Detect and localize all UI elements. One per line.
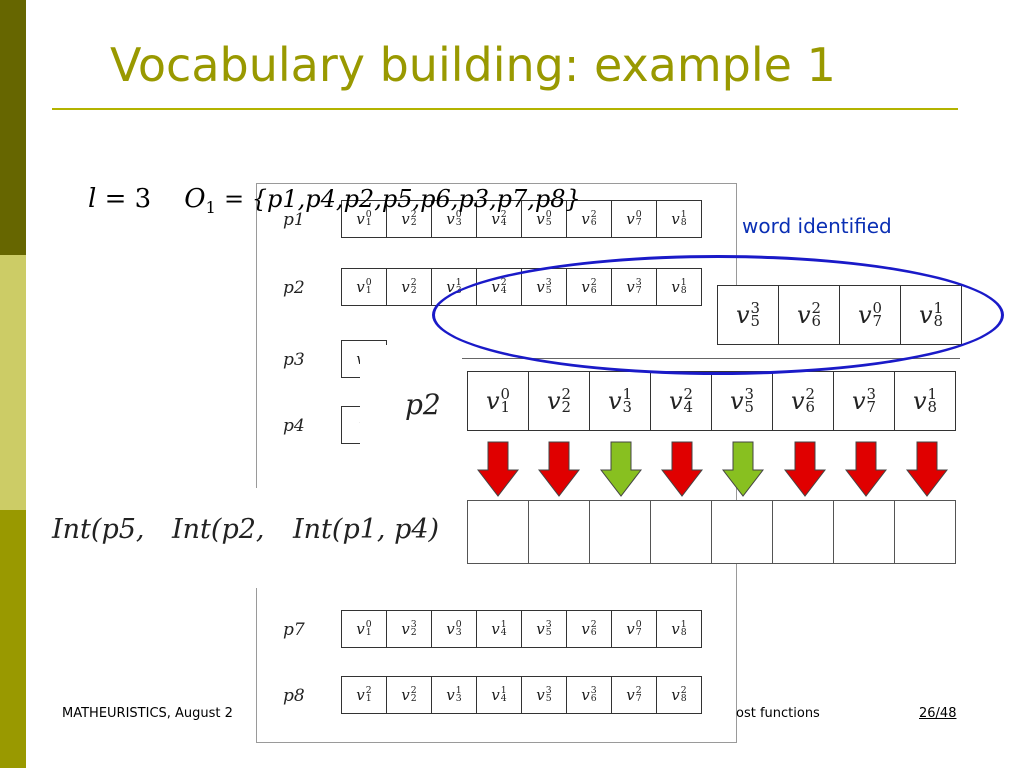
- vocabulary-formula: l = 3 O1 = {p1,p4,p2,p5,p6,p3,p7,p8}: [88, 184, 581, 217]
- zoom-row-label: p2: [405, 388, 441, 421]
- formula-l: l: [88, 184, 97, 214]
- empty-cell: [711, 500, 773, 564]
- down-arrow-icon: [906, 441, 949, 497]
- row-label-p1: p1: [283, 210, 305, 230]
- highlight-ellipse: [432, 255, 1004, 375]
- footer-left: MATHEURISTICS, August 2: [62, 706, 233, 721]
- down-arrow-icon: [722, 441, 765, 497]
- empty-word-row: [467, 500, 956, 564]
- empty-cell: [772, 500, 834, 564]
- row-label-p8: p8: [283, 686, 305, 706]
- empty-cell: [589, 500, 651, 564]
- down-arrow-icon: [660, 441, 703, 497]
- down-arrow-icon: [783, 441, 826, 497]
- int-term-1: Int(p5,: [52, 514, 145, 545]
- int-term-3: Int(p1, p4): [293, 514, 440, 545]
- empty-cell: [894, 500, 956, 564]
- page-number: 26/48: [919, 706, 957, 721]
- side-bar-middle: [0, 255, 26, 510]
- title-divider: [52, 108, 958, 110]
- row-label-p4: p4: [283, 416, 305, 436]
- side-bar-bottom: [0, 510, 26, 768]
- int-term-2: Int(p2,: [172, 514, 265, 545]
- down-arrow-icon: [599, 441, 642, 497]
- formula-rhs: = {p1,p4,p2,p5,p6,p3,p7,p8}: [224, 185, 581, 213]
- empty-cell: [650, 500, 712, 564]
- empty-cell: [467, 500, 529, 564]
- empty-cell: [833, 500, 895, 564]
- int-panel: [44, 488, 464, 588]
- side-bar-top: [0, 0, 26, 255]
- row-label-p7: p7: [283, 620, 305, 640]
- formula-o: O: [184, 184, 206, 214]
- down-arrow-icon: [538, 441, 581, 497]
- formula-o-sub: 1: [205, 198, 216, 218]
- formula-l-value: = 3: [104, 184, 152, 214]
- row-label-p2: p2: [283, 278, 305, 298]
- row-label-p3: p3: [283, 350, 305, 370]
- down-arrow-icon: [844, 441, 887, 497]
- slide-title: Vocabulary building: example 1: [110, 38, 836, 92]
- word-identified-label: word identified: [742, 214, 892, 238]
- empty-cell: [528, 500, 590, 564]
- footer-right: ost functions: [736, 706, 820, 721]
- down-arrow-icon: [476, 441, 520, 497]
